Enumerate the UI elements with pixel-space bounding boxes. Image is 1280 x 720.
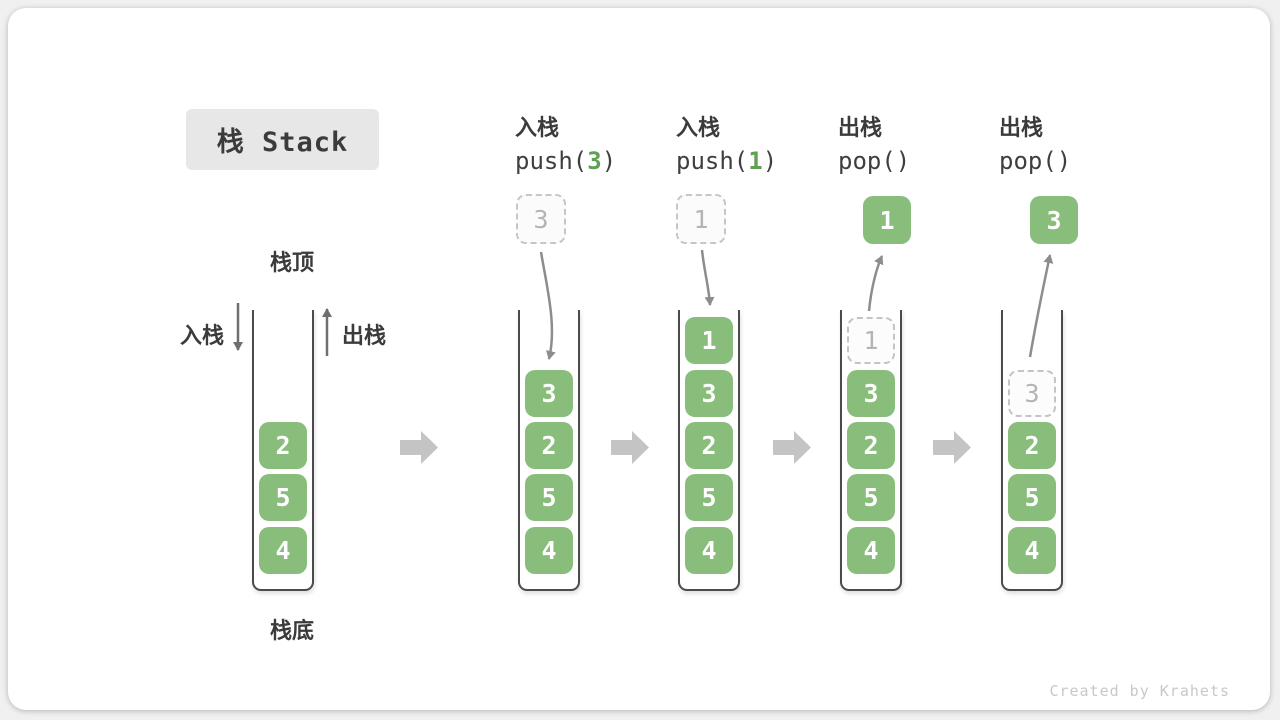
stack-cell-ghost: 1 [847,317,895,364]
stack-cell: 4 [259,527,307,574]
stack-cell: 3 [685,370,733,417]
stack-cell: 2 [259,422,307,469]
push-1-flow-arrow [700,249,715,306]
stack-cell: 4 [685,527,733,574]
op-label-pop-2: 出栈 pop() [999,114,1169,178]
stack-cell: 2 [685,422,733,469]
push-side-label: 入栈 [180,324,225,349]
stack-cell: 5 [259,474,307,521]
stack-cell: 5 [685,474,733,521]
diagram-card: 栈 Stack 入栈 push(3) 入栈 push(1) 出栈 pop() 出… [8,8,1270,710]
stack-cell: 5 [1008,474,1056,521]
stack-cell: 2 [1008,422,1056,469]
op-label-push-1: 入栈 push(1) [676,114,846,178]
op-code: push(3) [515,147,617,175]
op-label-pop-1: 出栈 pop() [838,114,1008,178]
op-name-zh: 出栈 [999,116,1044,141]
stack-cell: 4 [847,527,895,574]
op-code: pop() [838,147,911,175]
stack-cell: 3 [525,370,573,417]
stack-cell: 3 [847,370,895,417]
stack-cell: 1 [685,317,733,364]
stack-cell: 4 [1008,527,1056,574]
op-name-zh: 入栈 [515,116,560,141]
state-transition-arrow-1 [400,431,438,464]
stack-cell: 5 [525,474,573,521]
stack-cell: 4 [525,527,573,574]
op-name-zh: 出栈 [838,116,883,141]
diagram-title: 栈 Stack [186,109,379,170]
floating-pushed-value: 1 [676,194,726,244]
op-code: push(1) [676,147,778,175]
pop-side-label: 出栈 [342,324,387,349]
watermark: Created by Krahets [1049,682,1230,700]
op-code-arg: 1 [748,147,763,175]
op-name-zh: 入栈 [676,116,721,141]
stack-cell-ghost: 3 [1008,370,1056,417]
pop-1-flow-arrow [867,255,884,312]
op-label-push-3: 入栈 push(3) [515,114,685,178]
stack-bottom-label: 栈底 [269,619,314,644]
stack-cell: 5 [847,474,895,521]
stack-cell: 2 [525,422,573,469]
op-code-arg: 3 [587,147,602,175]
floating-popped-value: 3 [1030,196,1078,244]
state-transition-arrow-2 [611,431,649,464]
stack-top-label: 栈顶 [269,251,314,276]
state-transition-arrow-3 [773,431,811,464]
op-code: pop() [999,147,1072,175]
floating-pushed-value: 3 [516,194,566,244]
floating-popped-value: 1 [863,196,911,244]
state-transition-arrow-4 [933,431,971,464]
stack-cell: 2 [847,422,895,469]
